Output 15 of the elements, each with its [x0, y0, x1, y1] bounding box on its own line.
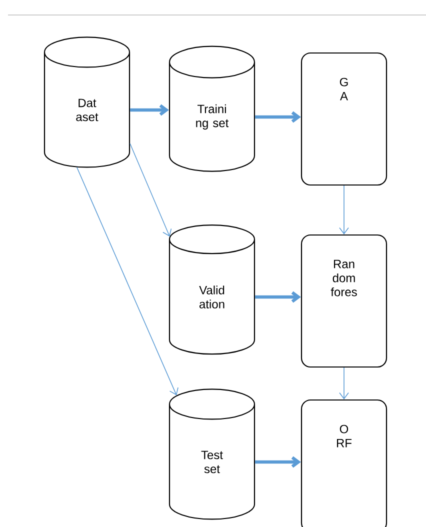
- process-box: G A: [300, 52, 388, 186]
- cylinder: Valid ation: [168, 224, 256, 355]
- arrow: [255, 456, 301, 468]
- process-box: Ran dom fores: [300, 234, 388, 368]
- arrow: [76, 166, 178, 396]
- cylinder: Traini ng set: [168, 46, 256, 172]
- arrow: [255, 111, 301, 123]
- cylinder: Dat aset: [44, 36, 130, 168]
- cylinder: Test set: [168, 388, 256, 520]
- arrow: [339, 367, 349, 400]
- arrow: [255, 291, 301, 303]
- arrow: [130, 143, 172, 237]
- arrow: [339, 185, 349, 234]
- process-box: O RF: [300, 399, 388, 527]
- arrow: [130, 104, 169, 116]
